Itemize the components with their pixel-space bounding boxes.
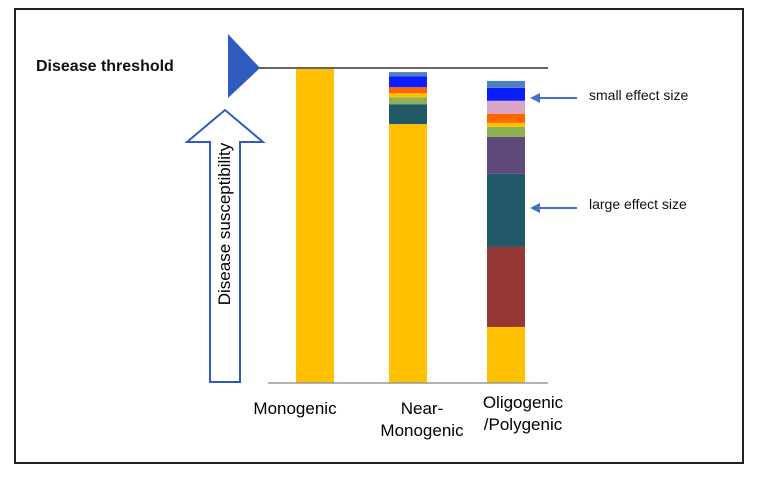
bar-segment-2-4 <box>487 126 525 137</box>
category-label-polygenic: Oligogenic/Polygenic <box>482 393 564 434</box>
bar-segment-1-5 <box>389 76 427 88</box>
category-label-monogenic: Monogenic <box>253 399 337 418</box>
bar-segment-1-3 <box>389 93 427 98</box>
bar-segment-1-2 <box>389 97 427 105</box>
bar-segment-2-3 <box>487 136 525 174</box>
large-effect-arrowhead-icon <box>530 203 540 213</box>
bar-segment-1-4 <box>389 87 427 94</box>
bar-segment-2-6 <box>487 113 525 123</box>
bars-group <box>296 68 525 383</box>
figure-frame <box>14 8 744 464</box>
bar-segment-2-9 <box>487 80 525 88</box>
category-label-near-monogenic: Near-Monogenic <box>380 399 464 440</box>
threshold-marker-icon <box>228 34 260 98</box>
bar-segment-1-6 <box>389 72 427 77</box>
bar-segment-0-0 <box>296 68 334 383</box>
bar-segment-2-8 <box>487 87 525 101</box>
bar-segment-2-7 <box>487 100 525 114</box>
bar-segment-2-0 <box>487 326 525 383</box>
threshold-label: Disease threshold <box>36 58 174 75</box>
large-effect-annotation: large effect size <box>589 196 687 212</box>
bar-segment-2-2 <box>487 173 525 247</box>
bar-segment-2-5 <box>487 122 525 127</box>
bar-segment-1-1 <box>389 104 427 125</box>
small-effect-arrowhead-icon <box>530 93 540 103</box>
susceptibility-axis-label: Disease susceptibility <box>215 142 234 306</box>
up-arrow-icon <box>184 108 266 383</box>
bar-segment-2-1 <box>487 246 525 327</box>
bar-segment-1-0 <box>389 124 427 383</box>
small-effect-annotation: small effect size <box>589 87 689 103</box>
